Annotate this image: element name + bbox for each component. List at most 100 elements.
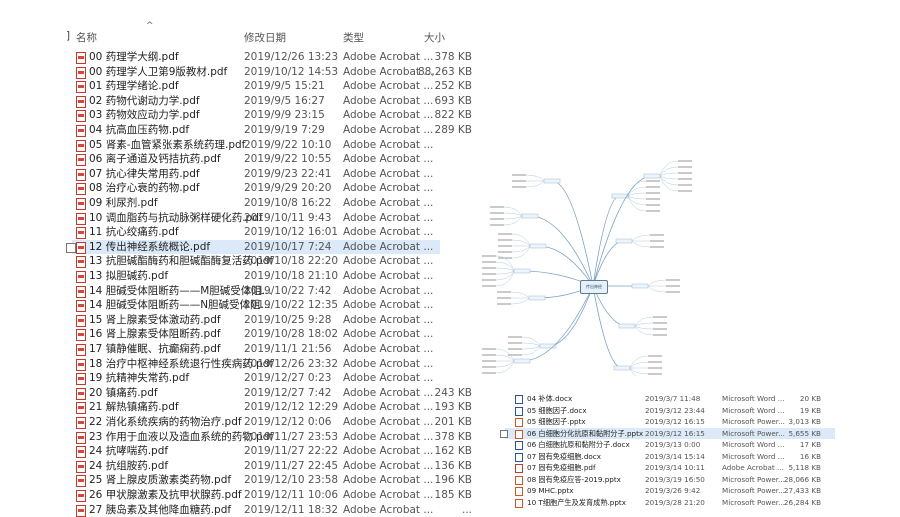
file-date: 2019/11/1 21:56 [244, 343, 332, 355]
mindmap-sub-branch [495, 267, 515, 272]
mindmap-node [529, 243, 547, 249]
column-header-size[interactable]: 大小 [424, 32, 445, 44]
file-date: 2019/10/12 16:01 [244, 226, 339, 239]
file-date: 2019/12/10 23:58 [244, 474, 339, 487]
mindmap-node [618, 323, 636, 329]
column-header-date[interactable]: 修改日期 [244, 32, 286, 44]
file-name: 04 抗高血压药物.pdf [89, 124, 190, 136]
pdf-file-icon [76, 402, 86, 415]
file-type: Adobe Acrobat ... [343, 138, 434, 151]
pdf-file-icon [76, 387, 86, 400]
sort-ascending-icon[interactable]: ^ [146, 21, 154, 31]
mindmap-sub-branch [659, 175, 679, 180]
file-date: 2019/9/22 10:10 [244, 138, 332, 151]
pdf-file-icon [76, 475, 86, 488]
pdf-file-icon [515, 464, 523, 473]
file-name: 19 抗精神失常药.pdf [89, 372, 190, 385]
file-name: 20 镇痛药.pdf [89, 386, 158, 399]
mindmap-sub-branch [495, 360, 515, 368]
file-name: 07 固有免疫细胞.docx [527, 451, 602, 461]
file-type: Microsoft Word ... [722, 451, 785, 461]
file-type: Adobe Acrobat ... [343, 489, 434, 501]
header-edge-bracket: ] [66, 30, 71, 42]
ppt-file-icon [515, 498, 523, 508]
file-date: 2019/9/29 20:20 [244, 182, 332, 195]
file-row[interactable]: 07 固有免疫细胞.pdf 2019/3/14 10:11 Adobe Acroba… [505, 462, 835, 474]
mindmap-sub-branch [510, 291, 530, 299]
file-name: 27 胰岛素及其他降血糖药.pdf [89, 503, 232, 516]
mindmap-branch [551, 180, 594, 287]
pdf-file-icon [76, 314, 86, 327]
file-date: 2019/9/23 22:41 [244, 167, 332, 180]
mindmap-node [513, 268, 531, 274]
file-type: Adobe Acrobat ... [343, 474, 434, 487]
file-name: 02 药物代谢动力学.pdf [89, 94, 200, 107]
file-name: 07 固有免疫细胞.pdf [527, 463, 596, 472]
file-name: 06 白细胞分化抗原和黏附分子.pptx [527, 428, 644, 438]
file-name: 14 胆碱受体阻断药——N胆碱受体阻... [89, 299, 271, 312]
file-date: 2019/3/14 10:11 [645, 463, 705, 472]
pdf-file-icon [76, 329, 86, 342]
file-date: 2019/11/27 22:22 [244, 445, 339, 458]
pdf-file-icon [76, 504, 86, 517]
file-size: 289 KB [434, 124, 472, 136]
file-type: Adobe Acrobat ... [722, 463, 784, 472]
file-name: 09 MHC.pptx [527, 486, 574, 495]
column-header-type[interactable]: 类型 [343, 32, 364, 44]
mindmap-sub-branch [521, 336, 541, 347]
row-checkbox[interactable] [66, 242, 76, 253]
file-name: 23 作用于血液以及造血系统的药物.pdf [89, 430, 274, 443]
file-name: 24 抗组胺药.pdf [89, 459, 169, 472]
pdf-file-icon [76, 154, 86, 167]
file-size: 88,263 KB [418, 65, 473, 78]
file-size: 378 KB [434, 430, 472, 443]
mindmap-node [615, 238, 633, 244]
ppt-file-icon [515, 487, 523, 496]
file-date: 2019/10/11 9:43 [244, 211, 332, 224]
column-header-name[interactable]: 名称 [76, 32, 97, 44]
file-type: Adobe Acrobat ... [343, 167, 434, 180]
row-checkbox[interactable] [500, 429, 508, 438]
